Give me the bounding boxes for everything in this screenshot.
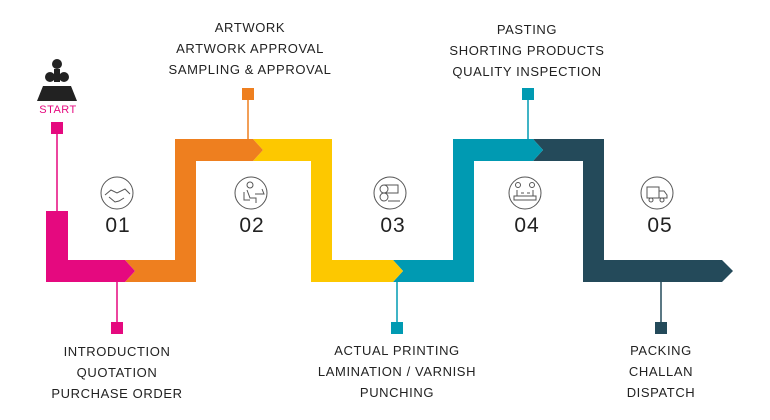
step-line: CHALLAN: [628, 364, 694, 379]
segment-pink: [46, 211, 135, 282]
step-number: 04: [514, 214, 540, 237]
start-label: START: [39, 104, 77, 116]
segment-teal: [393, 139, 543, 282]
workers-conveyor-icon: [508, 176, 542, 210]
step1-label: INTRODUCTION QUOTATION PURCHASE ORDER: [51, 341, 182, 404]
segment-dark: [533, 139, 733, 282]
step-line: PASTING: [496, 22, 558, 37]
step-line: SAMPLING & APPROVAL: [168, 62, 332, 77]
step-number: 02: [239, 214, 265, 237]
segment-orange: [125, 139, 263, 282]
step-line: PURCHASE ORDER: [51, 386, 183, 401]
step-line: INTRODUCTION: [63, 344, 171, 359]
step-line: ARTWORK APPROVAL: [176, 41, 324, 56]
step4-label: PASTING SHORTING PRODUCTS QUALITY INSPEC…: [449, 19, 604, 82]
step-number: 05: [647, 214, 673, 237]
step1-marker: [111, 322, 123, 334]
step-line: QUALITY INSPECTION: [452, 64, 602, 79]
step2-marker: [242, 88, 254, 100]
step-line: LAMINATION / VARNISH: [317, 364, 477, 379]
step-number: 03: [380, 214, 406, 237]
step3-marker: [391, 322, 403, 334]
step-line: DISPATCH: [626, 385, 696, 400]
step-number: 01: [105, 214, 131, 237]
step-line: ACTUAL PRINTING: [334, 343, 460, 358]
connectors: [51, 88, 667, 334]
step2-label: ARTWORK ARTWORK APPROVAL SAMPLING & APPR…: [169, 17, 332, 80]
designer-at-desk-icon: [234, 176, 268, 210]
start-marker: [51, 122, 63, 134]
delivery-truck-icon: [640, 176, 674, 210]
printing-rollers-icon: [373, 176, 407, 210]
step4-marker: [522, 88, 534, 100]
step-line: ARTWORK: [214, 20, 286, 35]
step-line: QUOTATION: [76, 365, 158, 380]
step5-marker: [655, 322, 667, 334]
team-meeting-icon: [37, 59, 77, 101]
step-line: PUNCHING: [359, 385, 435, 400]
step3-label: ACTUAL PRINTING LAMINATION / VARNISH PUN…: [318, 340, 476, 403]
step-line: SHORTING PRODUCTS: [449, 43, 605, 58]
step-line: PACKING: [630, 343, 692, 358]
step5-label: PACKING CHALLAN DISPATCH: [627, 340, 696, 403]
handshake-icon: [100, 176, 134, 210]
segment-yellow: [253, 139, 403, 282]
